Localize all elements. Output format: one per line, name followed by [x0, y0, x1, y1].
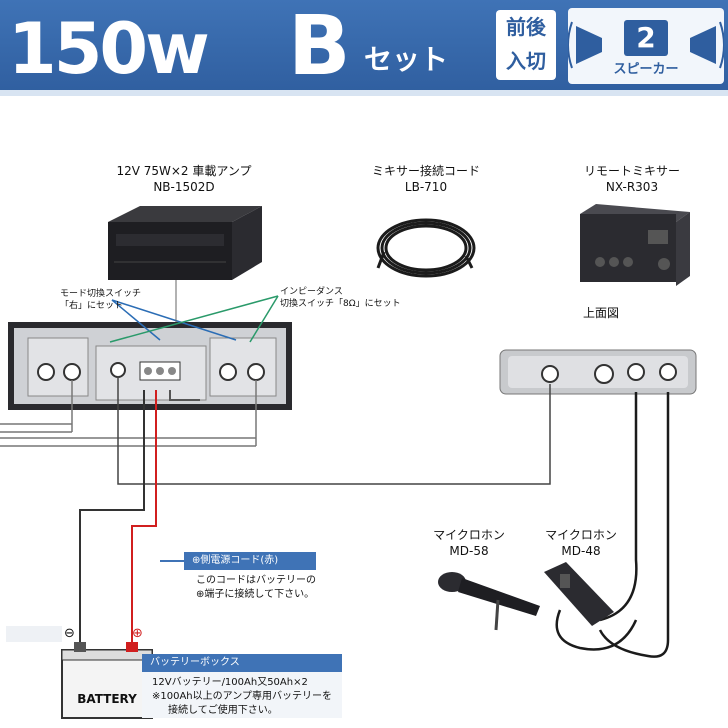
power-cord-line-1: このコードはバッテリーの	[196, 575, 316, 586]
mode-switch-note-2: 「右」にセット	[60, 301, 124, 311]
amplifier-unit	[108, 206, 262, 280]
front-back-badge: 前後 入切	[496, 10, 556, 80]
speaker-label: スピーカー	[613, 62, 679, 77]
remote-mixer-name-label: リモートミキサー	[583, 164, 680, 178]
battery-plus-terminal: ⊕	[132, 626, 143, 641]
mixer-connection-cable	[117, 376, 551, 485]
horn-speaker-icon	[567, 21, 725, 69]
remote-mixer-unit	[580, 204, 690, 286]
mic-cables	[555, 392, 670, 658]
wattage-title: 150w	[8, 8, 210, 90]
speaker-count: 2	[624, 20, 668, 56]
front-back-top: 前後	[506, 15, 546, 39]
battery-box-line-2: ※100Ah以上のアンプ専用バッテリーを	[152, 691, 332, 702]
mic1-model-label: MD-58	[449, 544, 489, 558]
power-cord-title: ⊕側電源コード(赤)	[184, 552, 316, 570]
impedance-note-2: 切換スイッチ「8Ω」にセット	[280, 299, 401, 309]
set-suffix: セット	[364, 43, 449, 76]
battery-minus-terminal: ⊖	[64, 626, 75, 641]
top-view-label: 上面図	[582, 306, 619, 320]
battery-box-title: バッテリーボックス	[142, 654, 342, 672]
battery-box-line-3: 接続してご使用下さい。	[168, 705, 278, 716]
impedance-note-1: インピーダンス	[280, 287, 343, 297]
speaker-cables	[0, 380, 257, 447]
set-letter: B	[288, 0, 351, 94]
microphone-md48	[544, 562, 614, 626]
mic2-name-label: マイクロホン	[545, 528, 617, 542]
mic2-model-label: MD-48	[561, 544, 601, 558]
power-cord-line-2: ⊕端子に接続して下さい。	[196, 589, 315, 600]
power-cables	[79, 390, 200, 644]
mode-switch-note-1: モード切換スイッチ	[60, 289, 142, 299]
remote-mixer-model-label: NX-R303	[605, 180, 659, 194]
mic1-name-label: マイクロホン	[433, 528, 505, 542]
mixer-cord-model-label: LB-710	[404, 180, 448, 194]
remote-mixer-top-view	[499, 349, 697, 395]
note-plate	[6, 626, 62, 642]
mixer-cord-coil	[376, 218, 476, 278]
battery-label: BATTERY	[77, 692, 137, 706]
switch-callout-lines	[109, 280, 279, 343]
battery-box-line-1: 12Vバッテリー/100Ah又50Ah×2	[152, 677, 308, 688]
front-back-bottom: 入切	[506, 49, 546, 73]
amplifier-model-label: NB-1502D	[153, 180, 215, 194]
microphone-md58	[438, 572, 540, 631]
battery-icon	[61, 642, 153, 719]
power-cord-leader	[160, 560, 184, 562]
mixer-cord-name-label: ミキサー接続コード	[371, 164, 480, 178]
amplifier-rear-panel	[8, 322, 292, 410]
amplifier-spec-label: 12V 75W×2 車載アンプ	[116, 164, 252, 178]
